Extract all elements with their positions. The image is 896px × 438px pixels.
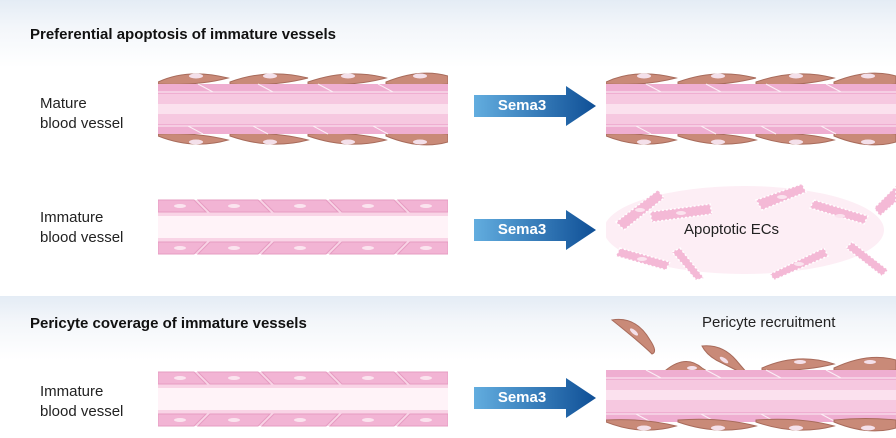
row-label-line: blood vessel (40, 114, 123, 134)
mature-vessel-left (158, 68, 448, 150)
row-label-line: blood vessel (40, 228, 123, 248)
apoptotic-ecs-label: Apoptotic ECs (684, 221, 779, 238)
sema3-arrow-2: Sema3 (474, 210, 596, 250)
section-title-pericyte: Pericyte coverage of immature vessels (30, 315, 307, 332)
row-label-line: blood vessel (40, 402, 123, 422)
sema3-label: Sema3 (474, 378, 570, 418)
sema3-arrow-3: Sema3 (474, 378, 596, 418)
row-label-line: Immature (40, 382, 123, 402)
row-label-immature-1: Immature blood vessel (40, 208, 123, 248)
row-label-mature: Mature blood vessel (40, 94, 123, 134)
sema3-label: Sema3 (474, 210, 570, 250)
row-label-line: Immature (40, 208, 123, 228)
sema3-arrow-1: Sema3 (474, 86, 596, 126)
immature-vessel-left-1 (158, 196, 448, 258)
immature-vessel-left-2 (158, 368, 448, 430)
sema3-label: Sema3 (474, 86, 570, 126)
section-title-apoptosis: Preferential apoptosis of immature vesse… (30, 26, 336, 43)
row-label-line: Mature (40, 94, 123, 114)
pericyte-recruitment-label: Pericyte recruitment (702, 314, 835, 331)
row-label-immature-2: Immature blood vessel (40, 382, 123, 422)
mature-vessel-right (606, 68, 896, 150)
